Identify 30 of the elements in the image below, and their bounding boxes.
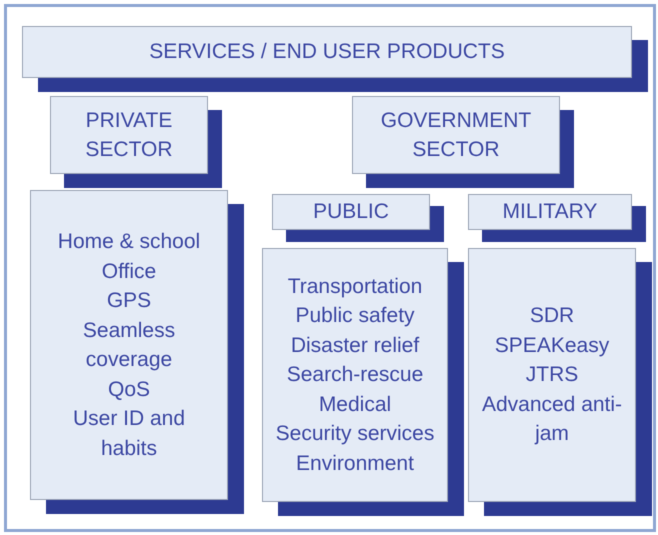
list-item: SDR	[528, 303, 576, 330]
list-item: Environment	[295, 450, 415, 477]
list-item: Search-rescue	[286, 362, 424, 388]
list-item: User ID and habits	[72, 406, 186, 462]
category-box	[272, 194, 430, 230]
list-item: Security services	[274, 421, 436, 448]
box-heading: GOVERNMENT SECTOR	[380, 108, 532, 163]
list-item: Advanced anti-jam	[480, 392, 624, 448]
category-box	[468, 248, 636, 502]
list-item: GPS	[106, 288, 152, 314]
category-box	[352, 96, 560, 174]
box-heading: MILITARY	[502, 199, 598, 226]
list-item: Seamless coverage	[82, 318, 176, 373]
category-box	[262, 248, 448, 502]
box-heading: PUBLIC	[312, 199, 390, 226]
list-item: Home & school	[56, 229, 202, 255]
box-heading: SERVICES / END USER PRODUCTS	[148, 39, 506, 66]
list-item: JTRS	[524, 362, 580, 388]
category-box	[50, 96, 208, 174]
category-box	[22, 26, 632, 78]
list-item: Transportation	[286, 274, 424, 300]
list-item: Office	[100, 258, 158, 284]
list-item: SPEAKeasy	[494, 332, 610, 359]
list-item: Medical	[318, 392, 392, 418]
list-item: Public safety	[294, 303, 416, 330]
list-item: Disaster relief	[290, 332, 420, 359]
category-box	[30, 190, 228, 500]
category-box	[468, 194, 632, 230]
box-heading: PRIVATE SECTOR	[84, 108, 174, 163]
list-item: QoS	[106, 376, 152, 402]
